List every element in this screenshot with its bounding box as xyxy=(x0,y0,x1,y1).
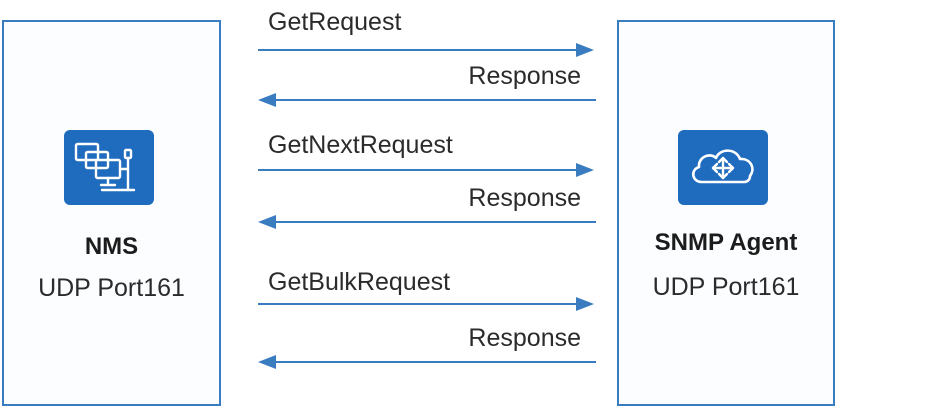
nms-port: UDP Port161 xyxy=(38,274,185,302)
label-response-3: Response xyxy=(468,324,581,352)
arrow-response-2 xyxy=(258,215,596,229)
cloud-router-icon xyxy=(678,130,768,205)
arrow-response-3 xyxy=(258,355,596,369)
monitors-network-icon xyxy=(64,130,154,205)
arrow-getrequest xyxy=(258,43,594,57)
label-getnextrequest: GetNextRequest xyxy=(268,131,453,159)
agent-title: SNMP Agent xyxy=(654,229,798,256)
label-response-2: Response xyxy=(468,184,581,212)
nms-box xyxy=(2,20,221,406)
arrow-getbulkrequest xyxy=(258,297,594,311)
label-getbulkrequest: GetBulkRequest xyxy=(268,268,451,296)
label-getrequest: GetRequest xyxy=(268,8,402,36)
agent-box xyxy=(617,20,835,406)
label-response-1: Response xyxy=(468,62,581,90)
arrow-getnextrequest xyxy=(258,163,594,177)
arrow-response-1 xyxy=(258,93,596,107)
agent-port: UDP Port161 xyxy=(652,273,800,301)
nms-title: NMS xyxy=(84,233,139,260)
